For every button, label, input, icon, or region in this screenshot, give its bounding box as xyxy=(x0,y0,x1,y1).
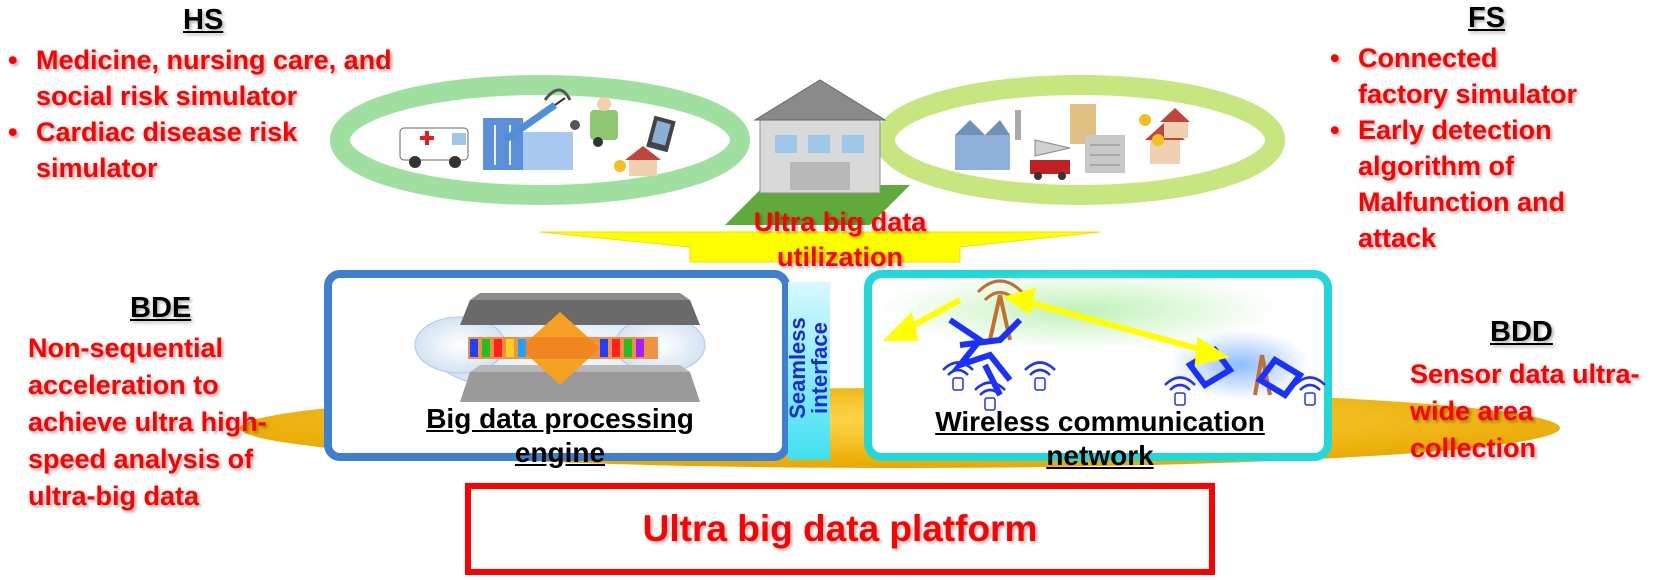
tablet-icon xyxy=(646,115,676,153)
mesh-left xyxy=(948,317,1023,397)
bde-heading: BDE xyxy=(130,292,192,324)
bdd-heading: BDD xyxy=(1490,316,1553,348)
airplane-icon xyxy=(1034,139,1071,157)
interface-triangle xyxy=(788,282,830,460)
fs-heading: FS xyxy=(1468,2,1506,34)
apartment-icon xyxy=(1070,104,1125,173)
bde-text: Non-sequential acceleration to achieve u… xyxy=(28,333,267,511)
hospital-icon xyxy=(483,118,573,170)
house-icon xyxy=(725,79,910,225)
network-label: Wireless communication network xyxy=(935,406,1265,471)
stethoscope-icon xyxy=(543,88,580,130)
ambulance-icon xyxy=(399,127,469,168)
wifi-icon xyxy=(942,361,1326,396)
hs-list: Medicine, nursing care, and social risk … xyxy=(8,42,408,186)
engine-label: Big data processing engine xyxy=(426,403,694,468)
data-stream-bars xyxy=(470,339,644,357)
factory-icon xyxy=(955,110,1021,170)
truck-icon xyxy=(1030,160,1070,180)
fs-list: Connected factory simulator Early detect… xyxy=(1330,40,1630,256)
syringe-icon xyxy=(502,97,566,143)
hs-item: Medicine, nursing care, and social risk … xyxy=(8,42,408,114)
house-fs-icon xyxy=(1139,108,1190,164)
chip-grid-bottom xyxy=(460,365,700,402)
hs-item: Cardiac disease risk simulator xyxy=(8,114,366,186)
bdd-text: Sensor data ultra-wide area collection xyxy=(1410,359,1640,463)
fs-item: Connected factory simulator xyxy=(1330,40,1593,112)
utilization-label: Ultra big data utilization xyxy=(753,207,927,272)
utilization-arrow xyxy=(539,231,1101,263)
device-icons xyxy=(952,377,1316,411)
house-small-icon xyxy=(614,146,661,176)
link-arrows xyxy=(882,287,1230,366)
platform-label: Ultra big data platform xyxy=(642,508,1038,549)
data-stream xyxy=(468,337,658,359)
chip-grid-top xyxy=(460,293,700,325)
hs-heading: HS xyxy=(183,4,224,36)
fs-item: Early detection algorithm of Malfunction… xyxy=(1330,112,1618,256)
interface-text: Seamless interface xyxy=(785,317,832,419)
nursing-care-icon xyxy=(590,97,618,147)
fs-ring xyxy=(875,75,1285,205)
platform-box xyxy=(465,483,1215,575)
